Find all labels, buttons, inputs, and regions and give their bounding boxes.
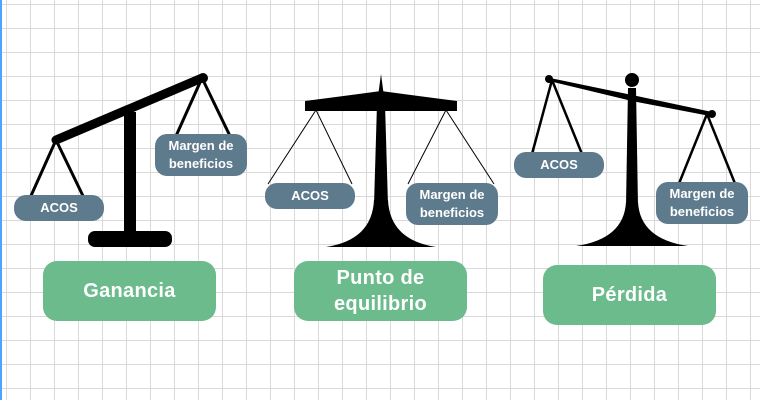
scale-loss (530, 73, 738, 246)
pan-acos-loss: ACOS (514, 152, 604, 178)
scale-profit-post (124, 112, 136, 234)
label-breakeven-line2: equilibrio (334, 293, 427, 315)
scale-profit-beam (51, 73, 207, 145)
scale-profit-string (54, 139, 86, 199)
pan-margin-label-line1: Margen de (669, 186, 735, 202)
scale-breakeven-string (445, 109, 495, 185)
label-breakeven: Punto de equilibrio (294, 261, 467, 321)
pan-margin-loss: Margen de beneficios (656, 182, 748, 224)
pan-margin-label-line1: Margen de (419, 187, 485, 203)
scale-breakeven-string (407, 109, 447, 185)
scale-loss-string (550, 79, 584, 155)
label-loss: Pérdida (543, 265, 716, 325)
scale-profit-string (174, 77, 204, 137)
scale-loss-post (626, 88, 638, 206)
scale-loss-string (530, 79, 554, 155)
pan-margin-label-line1: Margen de (168, 138, 234, 154)
scale-loss-beam (549, 78, 712, 116)
scale-breakeven (267, 74, 495, 247)
scale-breakeven-base (326, 200, 436, 247)
label-profit: Ganancia (43, 261, 216, 321)
label-profit-text: Ganancia (83, 280, 176, 302)
scale-breakeven-string (267, 109, 317, 185)
scale-profit-string (200, 77, 232, 137)
scale-profit-string (28, 139, 58, 199)
scale-profit (28, 73, 232, 247)
pan-acos-label: ACOS (40, 200, 78, 216)
pan-margin-profit: Margen de beneficios (155, 134, 247, 176)
label-loss-text: Pérdida (591, 284, 668, 306)
scale-loss-string (676, 113, 709, 187)
pan-acos-label: ACOS (291, 188, 329, 204)
scale-profit-base (88, 231, 172, 247)
pan-margin-breakeven: Margen de beneficios (406, 183, 498, 225)
scale-loss-string (705, 113, 738, 187)
label-breakeven-line1: Punto de (336, 267, 425, 289)
pan-acos-label: ACOS (540, 157, 578, 173)
scale-loss-knob-top (625, 73, 639, 87)
scale-loss-base (576, 202, 688, 246)
pan-acos-profit: ACOS (14, 195, 104, 221)
scale-loss-knob-right (708, 110, 716, 118)
pan-margin-label-line2: beneficios (669, 204, 735, 219)
scale-breakeven-beam (305, 91, 457, 111)
pan-margin-label-line2: beneficios (168, 156, 234, 171)
pan-acos-breakeven: ACOS (265, 183, 355, 209)
left-edge-line (0, 0, 2, 400)
scale-breakeven-string (315, 109, 353, 185)
pan-margin-label-line2: beneficios (419, 205, 485, 220)
